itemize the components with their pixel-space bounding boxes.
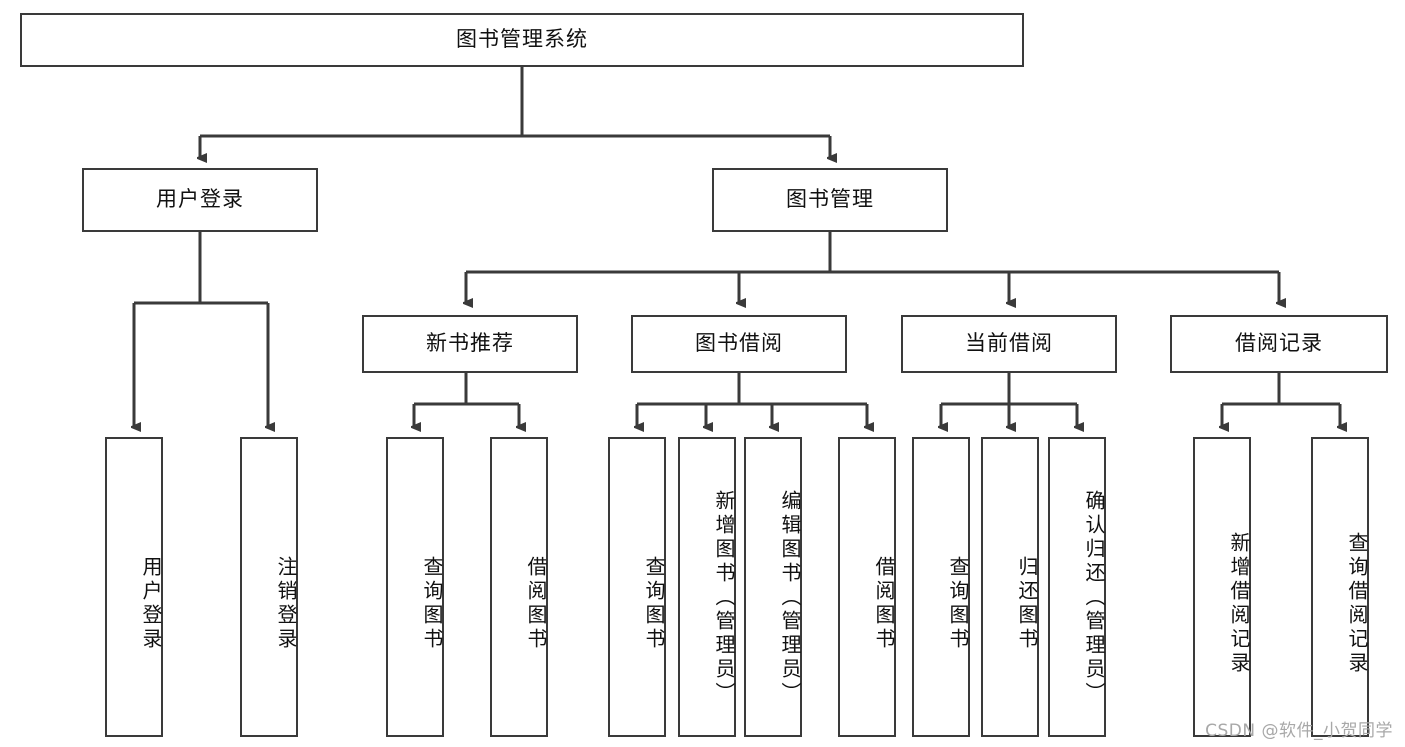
- node-label: 用户登录: [156, 187, 244, 212]
- leaf-borrow-edit-book-admin[interactable]: 编辑图书（管理员）: [744, 437, 802, 737]
- node-book-management[interactable]: 图书管理: [712, 168, 948, 232]
- leaf-borrow-add-book-admin[interactable]: 新增图书（管理员）: [678, 437, 736, 737]
- node-label: 查询图书: [420, 556, 444, 652]
- node-label: 新书推荐: [426, 331, 514, 356]
- node-label: 新增图书（管理员）: [712, 490, 736, 706]
- leaf-recommend-borrow-book[interactable]: 借阅图书: [490, 437, 548, 737]
- node-label: 借阅图书: [872, 556, 896, 652]
- node-label: 借阅图书: [524, 556, 548, 652]
- leaf-user-login-login[interactable]: 用户登录: [105, 437, 163, 737]
- leaf-borrow-query-book[interactable]: 查询图书: [608, 437, 666, 737]
- leaf-current-confirm-return-admin[interactable]: 确认归还（管理员）: [1048, 437, 1106, 737]
- node-label: 图书管理系统: [456, 27, 588, 52]
- leaf-record-add-record[interactable]: 新增借阅记录: [1193, 437, 1251, 737]
- node-book-management-system[interactable]: 图书管理系统: [20, 13, 1024, 67]
- node-label: 借阅记录: [1235, 331, 1323, 356]
- leaf-user-login-logout[interactable]: 注销登录: [240, 437, 298, 737]
- leaf-current-query-book[interactable]: 查询图书: [912, 437, 970, 737]
- node-label: 图书管理: [786, 187, 874, 212]
- leaf-record-query-record[interactable]: 查询借阅记录: [1311, 437, 1369, 737]
- node-new-book-recommend[interactable]: 新书推荐: [362, 315, 578, 373]
- node-label: 新增借阅记录: [1227, 532, 1251, 676]
- node-label: 查询图书: [642, 556, 666, 652]
- node-label: 查询借阅记录: [1345, 532, 1369, 676]
- node-label: 归还图书: [1015, 556, 1039, 652]
- csdn-watermark: CSDN @软件_小贺同学: [1205, 721, 1393, 741]
- leaf-recommend-query-book[interactable]: 查询图书: [386, 437, 444, 737]
- node-borrow-record[interactable]: 借阅记录: [1170, 315, 1388, 373]
- node-label: 查询图书: [946, 556, 970, 652]
- node-label: 确认归还（管理员）: [1082, 490, 1106, 706]
- leaf-current-return-book[interactable]: 归还图书: [981, 437, 1039, 737]
- node-label: 用户登录: [139, 556, 163, 652]
- node-label: 当前借阅: [965, 331, 1053, 356]
- leaf-borrow-borrow-book[interactable]: 借阅图书: [838, 437, 896, 737]
- node-user-login[interactable]: 用户登录: [82, 168, 318, 232]
- node-label: 注销登录: [274, 556, 298, 652]
- node-current-borrow[interactable]: 当前借阅: [901, 315, 1117, 373]
- node-book-borrow[interactable]: 图书借阅: [631, 315, 847, 373]
- node-label: 编辑图书（管理员）: [778, 490, 802, 706]
- node-label: 图书借阅: [695, 331, 783, 356]
